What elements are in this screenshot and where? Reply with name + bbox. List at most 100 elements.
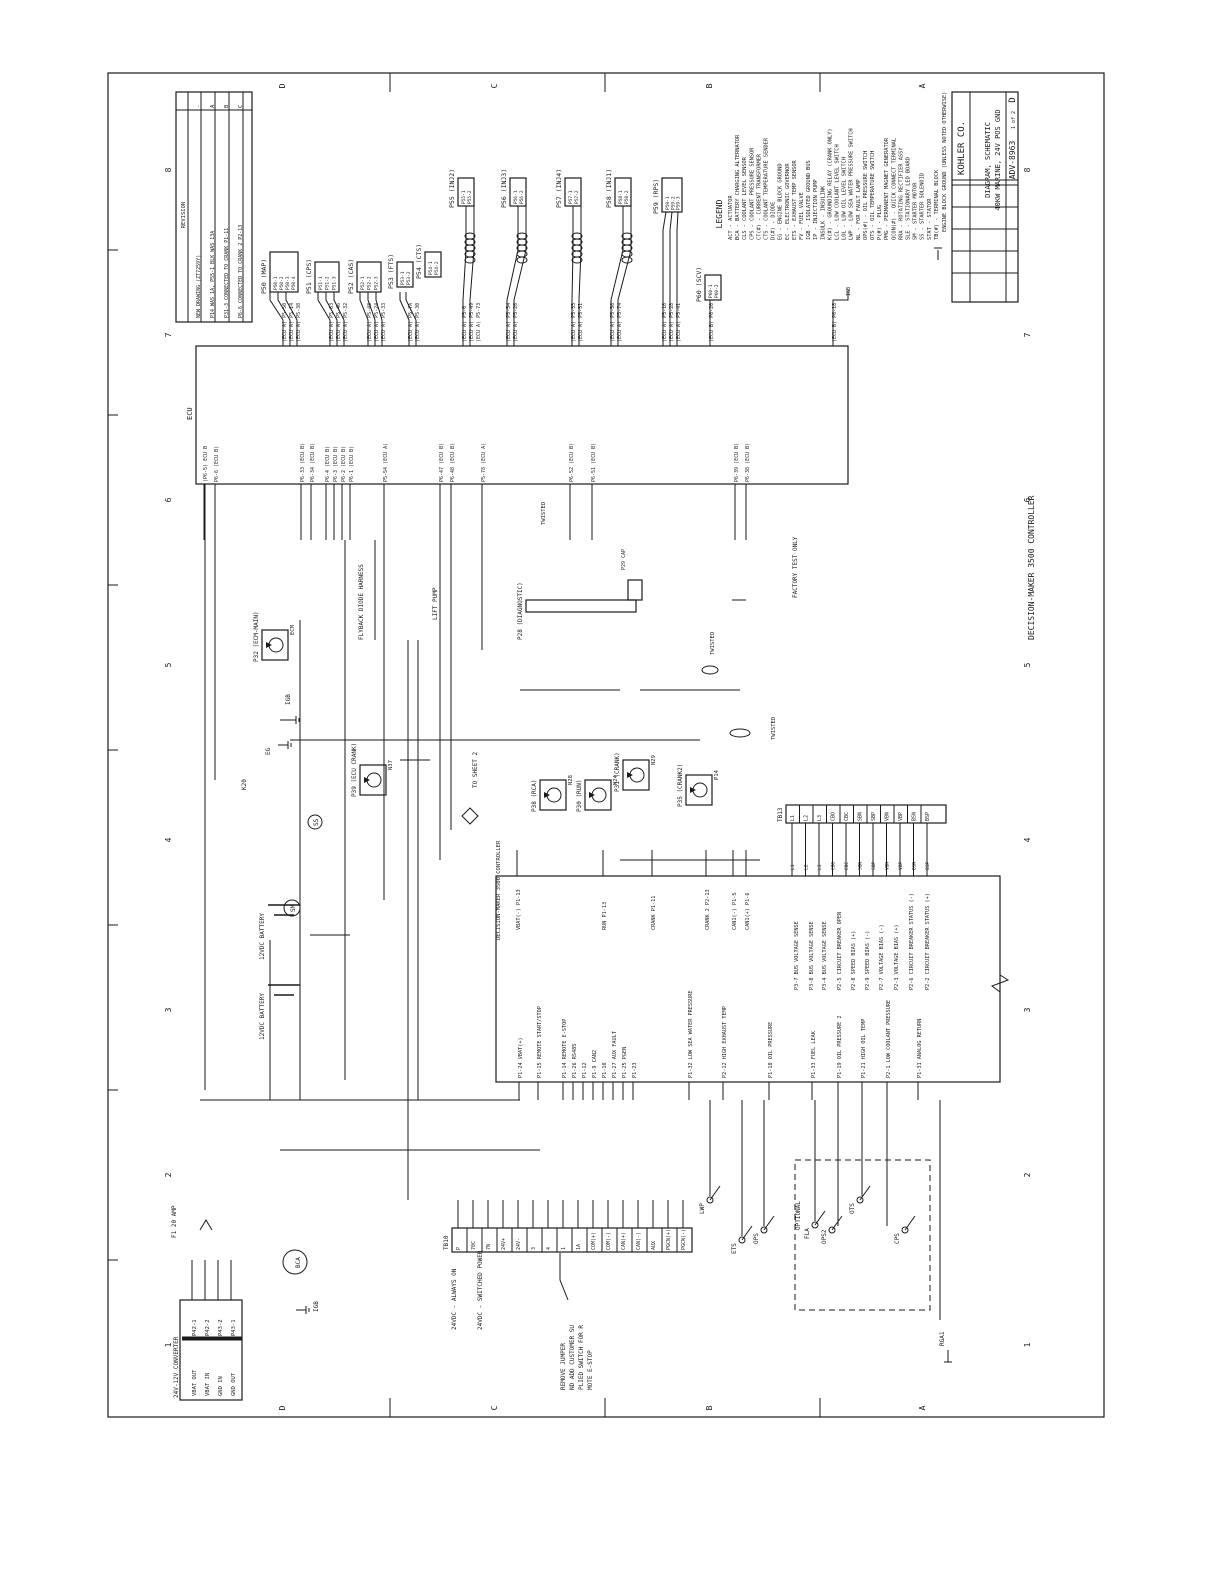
- tb13-terminal: BSN: [912, 812, 918, 821]
- voltage-sense-label: P3-8 BUS VOLTAGE SENSE: [809, 921, 815, 990]
- wire: [359, 292, 369, 346]
- zone-row-bottom: B: [705, 1405, 714, 1410]
- relay-box: [359, 764, 387, 796]
- relay-box: [539, 779, 567, 811]
- terminator-label: P29 CAP: [621, 549, 627, 570]
- zone-col-right: 2: [1023, 1172, 1032, 1177]
- tb13-block: [785, 804, 947, 824]
- controller-input: P1-27 AUX FAULT: [612, 1031, 618, 1078]
- voltage-sense-label: P2-9 SPEED BIAS (-): [865, 931, 871, 990]
- relay-coil-label: N24: [613, 774, 619, 785]
- sensor-pin: P56-2: [519, 190, 525, 204]
- sensor-connector: [704, 274, 722, 301]
- wire: [513, 206, 527, 346]
- switch-label: ETS: [731, 1243, 738, 1254]
- sensor-pin: P60-2: [714, 284, 720, 298]
- legend-item: CT(#) - CURRENT TRANSFORMER: [756, 153, 762, 240]
- sensor-pin: P59-1: [665, 196, 671, 210]
- legend-item: CTS - COOLANT TEMPERATURE SENDER: [764, 137, 770, 240]
- switch-label: LWP: [699, 1203, 706, 1214]
- title-block: [951, 91, 1019, 303]
- tb13-wire: BSN: [912, 862, 918, 870]
- controller-input: P1-23: [632, 1062, 638, 1078]
- twisted-pair-mark: [516, 256, 528, 264]
- sensor-ref: P52 (CAS): [347, 259, 355, 294]
- sensor-connector: [396, 261, 414, 288]
- tb10-terminal: AUX: [651, 1241, 657, 1250]
- legend-item: LCL - LOW COOLANT LEVEL SWITCH: [835, 144, 841, 240]
- sensor-ref: P56 (INJ3): [500, 169, 508, 208]
- ecu-pin-label: P6-38 (ECU B): [745, 443, 751, 482]
- controller-input: P2-12 HIGH EXHAUST TEMP: [722, 1006, 728, 1078]
- ecu-pin-label: P6-47 (ECU B): [439, 443, 445, 482]
- revision-desc: P6-6 CONNECTED TO CRANK 2 P2-13: [238, 225, 244, 318]
- ecu-pin-label: P6-48 (ECU B): [450, 443, 456, 482]
- starter-solenoid: [307, 814, 323, 830]
- sensor-pin: P55-1: [461, 190, 467, 204]
- controller-input: P1-14 REMOTE E-STOP: [562, 1019, 568, 1078]
- battery-1-label: 12VDC BATTERY: [259, 913, 266, 960]
- switch-lever: [814, 1210, 826, 1226]
- ecu-pin-label: P6-4 (ECU B): [325, 446, 331, 482]
- zone-col-left: 6: [164, 497, 173, 502]
- relay-diode: [589, 792, 595, 798]
- igb-label: IGB: [285, 694, 292, 705]
- switch-lever: [904, 1215, 916, 1231]
- ecu-pin-label: P6-51 (ECU B): [591, 443, 597, 482]
- tb10-terminal: 1: [561, 1247, 567, 1250]
- tb13-terminal: VBP: [898, 812, 904, 821]
- legend-item: FV - FUEL VALVE: [799, 192, 805, 240]
- wire: [669, 211, 673, 346]
- revision-desc: P31-3 CONNECTED TO CRANK P1-11: [224, 228, 230, 318]
- tb13-terminal: L1: [790, 815, 796, 821]
- sensor-pin: P55-2: [467, 190, 473, 204]
- tb13-wire: L1: [790, 864, 796, 870]
- sensor-pin: P50-1: [273, 276, 279, 290]
- wire: [610, 206, 624, 346]
- legend-ground-note: ENGINE BLOCK GROUND (UNLESS NOTED OTHERW…: [942, 92, 948, 232]
- controller-input: P1-15 REMOTE START/STOP: [537, 1006, 543, 1078]
- legend-item: PMG - PERMANENT MAGNET GENERATOR: [884, 137, 890, 240]
- twisted-mark: [701, 665, 719, 675]
- relay-diode: [627, 772, 633, 778]
- ecu-pin-label: (ECU A) P5-41: [676, 303, 682, 342]
- revision-header: REVISION: [181, 202, 187, 229]
- controller-input: P1-24 VBAT(+): [518, 1037, 524, 1078]
- controller-input: P1-10: [602, 1062, 608, 1078]
- legend-item: EG - ENGINE BLOCK GROUND: [778, 163, 784, 240]
- converter-label: GND OUT: [231, 1372, 237, 1396]
- voltage-sense-label: P2-3 VOLTAGE BIAS (+): [894, 924, 900, 990]
- relay-box: [622, 759, 650, 791]
- relay-coil-label: ECM: [290, 624, 296, 635]
- converter-label: VBAT IN: [205, 1373, 211, 1396]
- relay-coil-label: N28: [568, 775, 574, 785]
- relay-box: [685, 774, 713, 806]
- controller-input: P1-26 RS485: [572, 1044, 578, 1078]
- sheet-size: D: [1008, 97, 1018, 102]
- legend-item: TB(#) - TERMINAL BLOCK: [934, 169, 940, 240]
- sheet-count: 1 of 2: [1011, 111, 1017, 129]
- controller-input: P1-32 LOW SEA WATER PRESSURE: [688, 991, 694, 1078]
- legend-item: IGB - ISOLATED GROUND BUS: [806, 160, 812, 240]
- wire: [399, 292, 410, 346]
- switch-contact: [706, 1196, 714, 1204]
- ecu-pin-label: (ECU A) P5-56: [610, 303, 616, 342]
- wire: [333, 292, 345, 346]
- relay-coil-label: P14: [714, 769, 720, 780]
- legend-item: ETS - EXHAUST TEMP SENSOR: [792, 159, 798, 240]
- wire: [832, 290, 849, 346]
- legend-item: SM - STARTER MOTOR: [913, 182, 919, 240]
- tb10-terminal: 24V-: [516, 1238, 522, 1250]
- converter-title: 24V-12V CONVERTER: [173, 1336, 180, 1398]
- sensor-pin: P50-4: [291, 276, 297, 290]
- sensor-ref: P53 (FTS): [387, 254, 395, 289]
- terminator-box: [627, 579, 643, 601]
- sensor-pin: P58-2: [624, 190, 630, 204]
- wire: [506, 206, 519, 346]
- jumper-note: REMOVE JUMPER: [560, 1343, 567, 1390]
- tb13-terminal: CBO: [831, 812, 837, 821]
- voltage-sense-label: P2-5 CIRCUIT BREAKER OPEN: [837, 912, 843, 990]
- drawing-number: ADV-8963: [1008, 141, 1017, 180]
- fuse-symbol: [199, 1219, 213, 1231]
